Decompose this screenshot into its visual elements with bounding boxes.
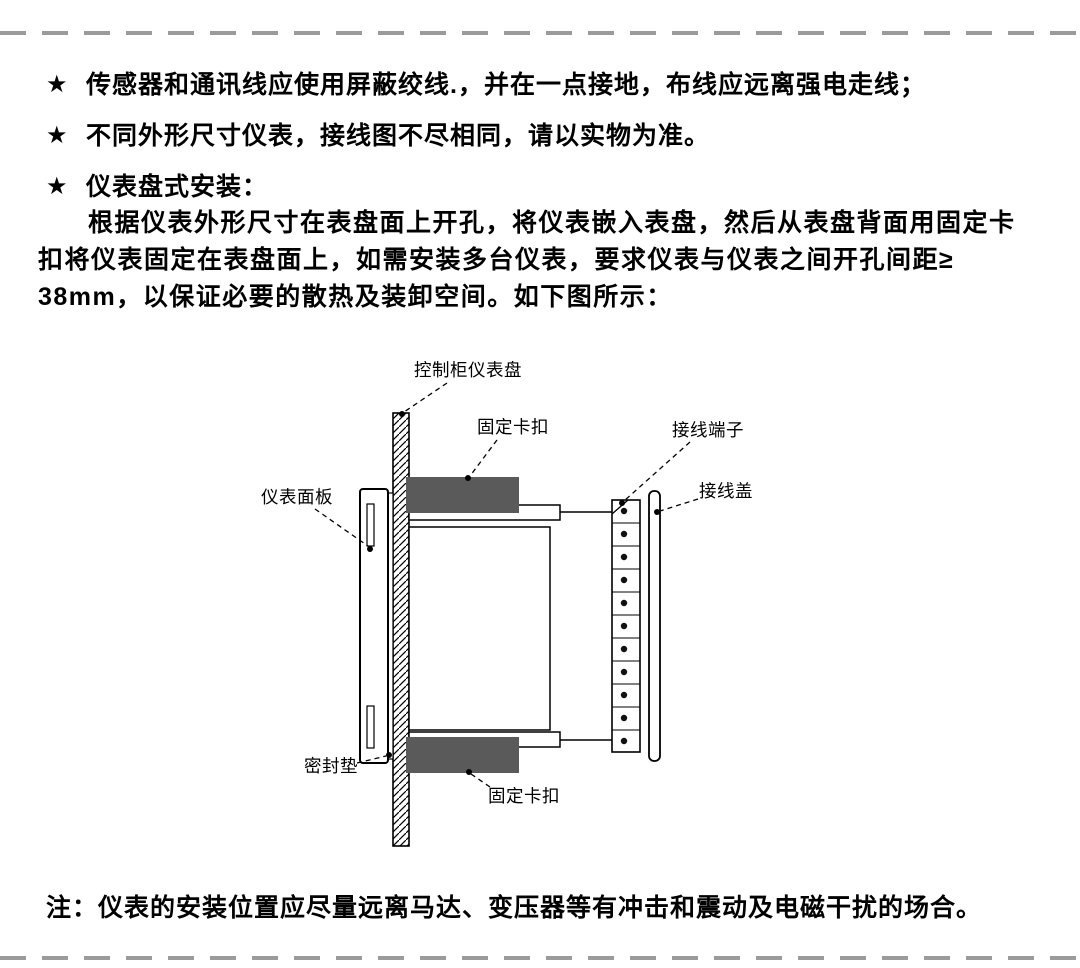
clip-bottom-shape <box>406 737 519 773</box>
page-divider-top <box>0 31 1080 35</box>
terminal-screws <box>620 507 628 745</box>
faceplate-slot-top <box>366 503 375 547</box>
label-faceplate: 仪表面板 <box>261 487 333 507</box>
star-icon: ★ <box>46 122 69 149</box>
label-terminal: 接线端子 <box>672 420 744 440</box>
leader-dots <box>367 411 660 775</box>
label-gasket: 密封垫 <box>304 756 358 776</box>
star-icon: ★ <box>46 173 69 200</box>
paragraph-line: 根据仪表外形尺寸在表盘面上开孔，将仪表嵌入表盘，然后从表盘背面用固定卡 <box>88 209 1016 237</box>
leader-lines <box>314 382 699 788</box>
faceplate-bezel <box>359 488 389 764</box>
bullet-text: 不同外形尺寸仪表，接线图不尽相同，请以实物为准。 <box>86 122 711 150</box>
label-panel: 控制柜仪表盘 <box>414 360 522 380</box>
installation-note: 注：仪表的安装位置应尽量远离马达、变压器等有冲击和震动及电磁干扰的场合。 <box>46 894 983 922</box>
faceplate-slot-bottom <box>366 705 375 749</box>
bullet-list: ★ 传感器和通讯线应使用屏蔽绞线.，并在一点接地，布线应远离强电走线； ★ 不同… <box>46 66 1046 219</box>
clip-top-shape <box>406 477 519 513</box>
bullet-text: 仪表盘式安装： <box>86 173 269 201</box>
leader-clip-bottom <box>470 773 491 788</box>
leader-panel <box>403 382 448 413</box>
meter-case-lines <box>558 511 613 741</box>
leader-clip-top <box>469 439 498 477</box>
paragraph-line: 扣将仪表固定在表盘面上，如需安装多台仪表，要求仪表与仪表之间开孔间距≥ <box>38 246 955 274</box>
bullet-item-shielded-wiring: ★ 传感器和通讯线应使用屏蔽绞线.，并在一点接地，布线应远离强电走线； <box>46 66 1046 104</box>
meter-body <box>408 526 551 731</box>
bullet-item-panel-mount: ★ 仪表盘式安装： <box>46 168 1046 206</box>
paragraph-line: 38mm，以保证必要的散热及装卸空间。如下图所示： <box>38 283 673 311</box>
terminal-dividers <box>612 522 640 731</box>
terminal-chamfer <box>611 499 629 515</box>
leader-cover <box>659 498 699 512</box>
bullet-item-wiring-diagram: ★ 不同外形尺寸仪表，接线图不尽相同，请以实物为准。 <box>46 117 1046 155</box>
installation-diagram: 控制柜仪表盘 固定卡扣 接线端子 接线盖 仪表面板 密封垫 固定卡扣 <box>261 360 753 847</box>
diagram-labels: 控制柜仪表盘 固定卡扣 接线端子 接线盖 仪表面板 密封垫 固定卡扣 <box>261 360 753 806</box>
bullet-text: 传感器和通讯线应使用屏蔽绞线.，并在一点接地，布线应远离强电走线； <box>86 71 926 99</box>
label-cover: 接线盖 <box>699 481 753 501</box>
leader-terminal <box>623 441 691 502</box>
install-instructions-paragraph: 根据仪表外形尺寸在表盘面上开孔，将仪表嵌入表盘，然后从表盘背面用固定卡 扣将仪表… <box>38 205 1048 316</box>
leader-faceplate <box>314 508 369 547</box>
star-icon: ★ <box>46 71 69 98</box>
terminal-cover <box>648 490 661 762</box>
label-clip-bottom: 固定卡扣 <box>488 786 560 806</box>
leader-gasket <box>356 755 387 764</box>
page-divider-bottom <box>0 956 1080 960</box>
label-clip-top: 固定卡扣 <box>477 417 549 437</box>
